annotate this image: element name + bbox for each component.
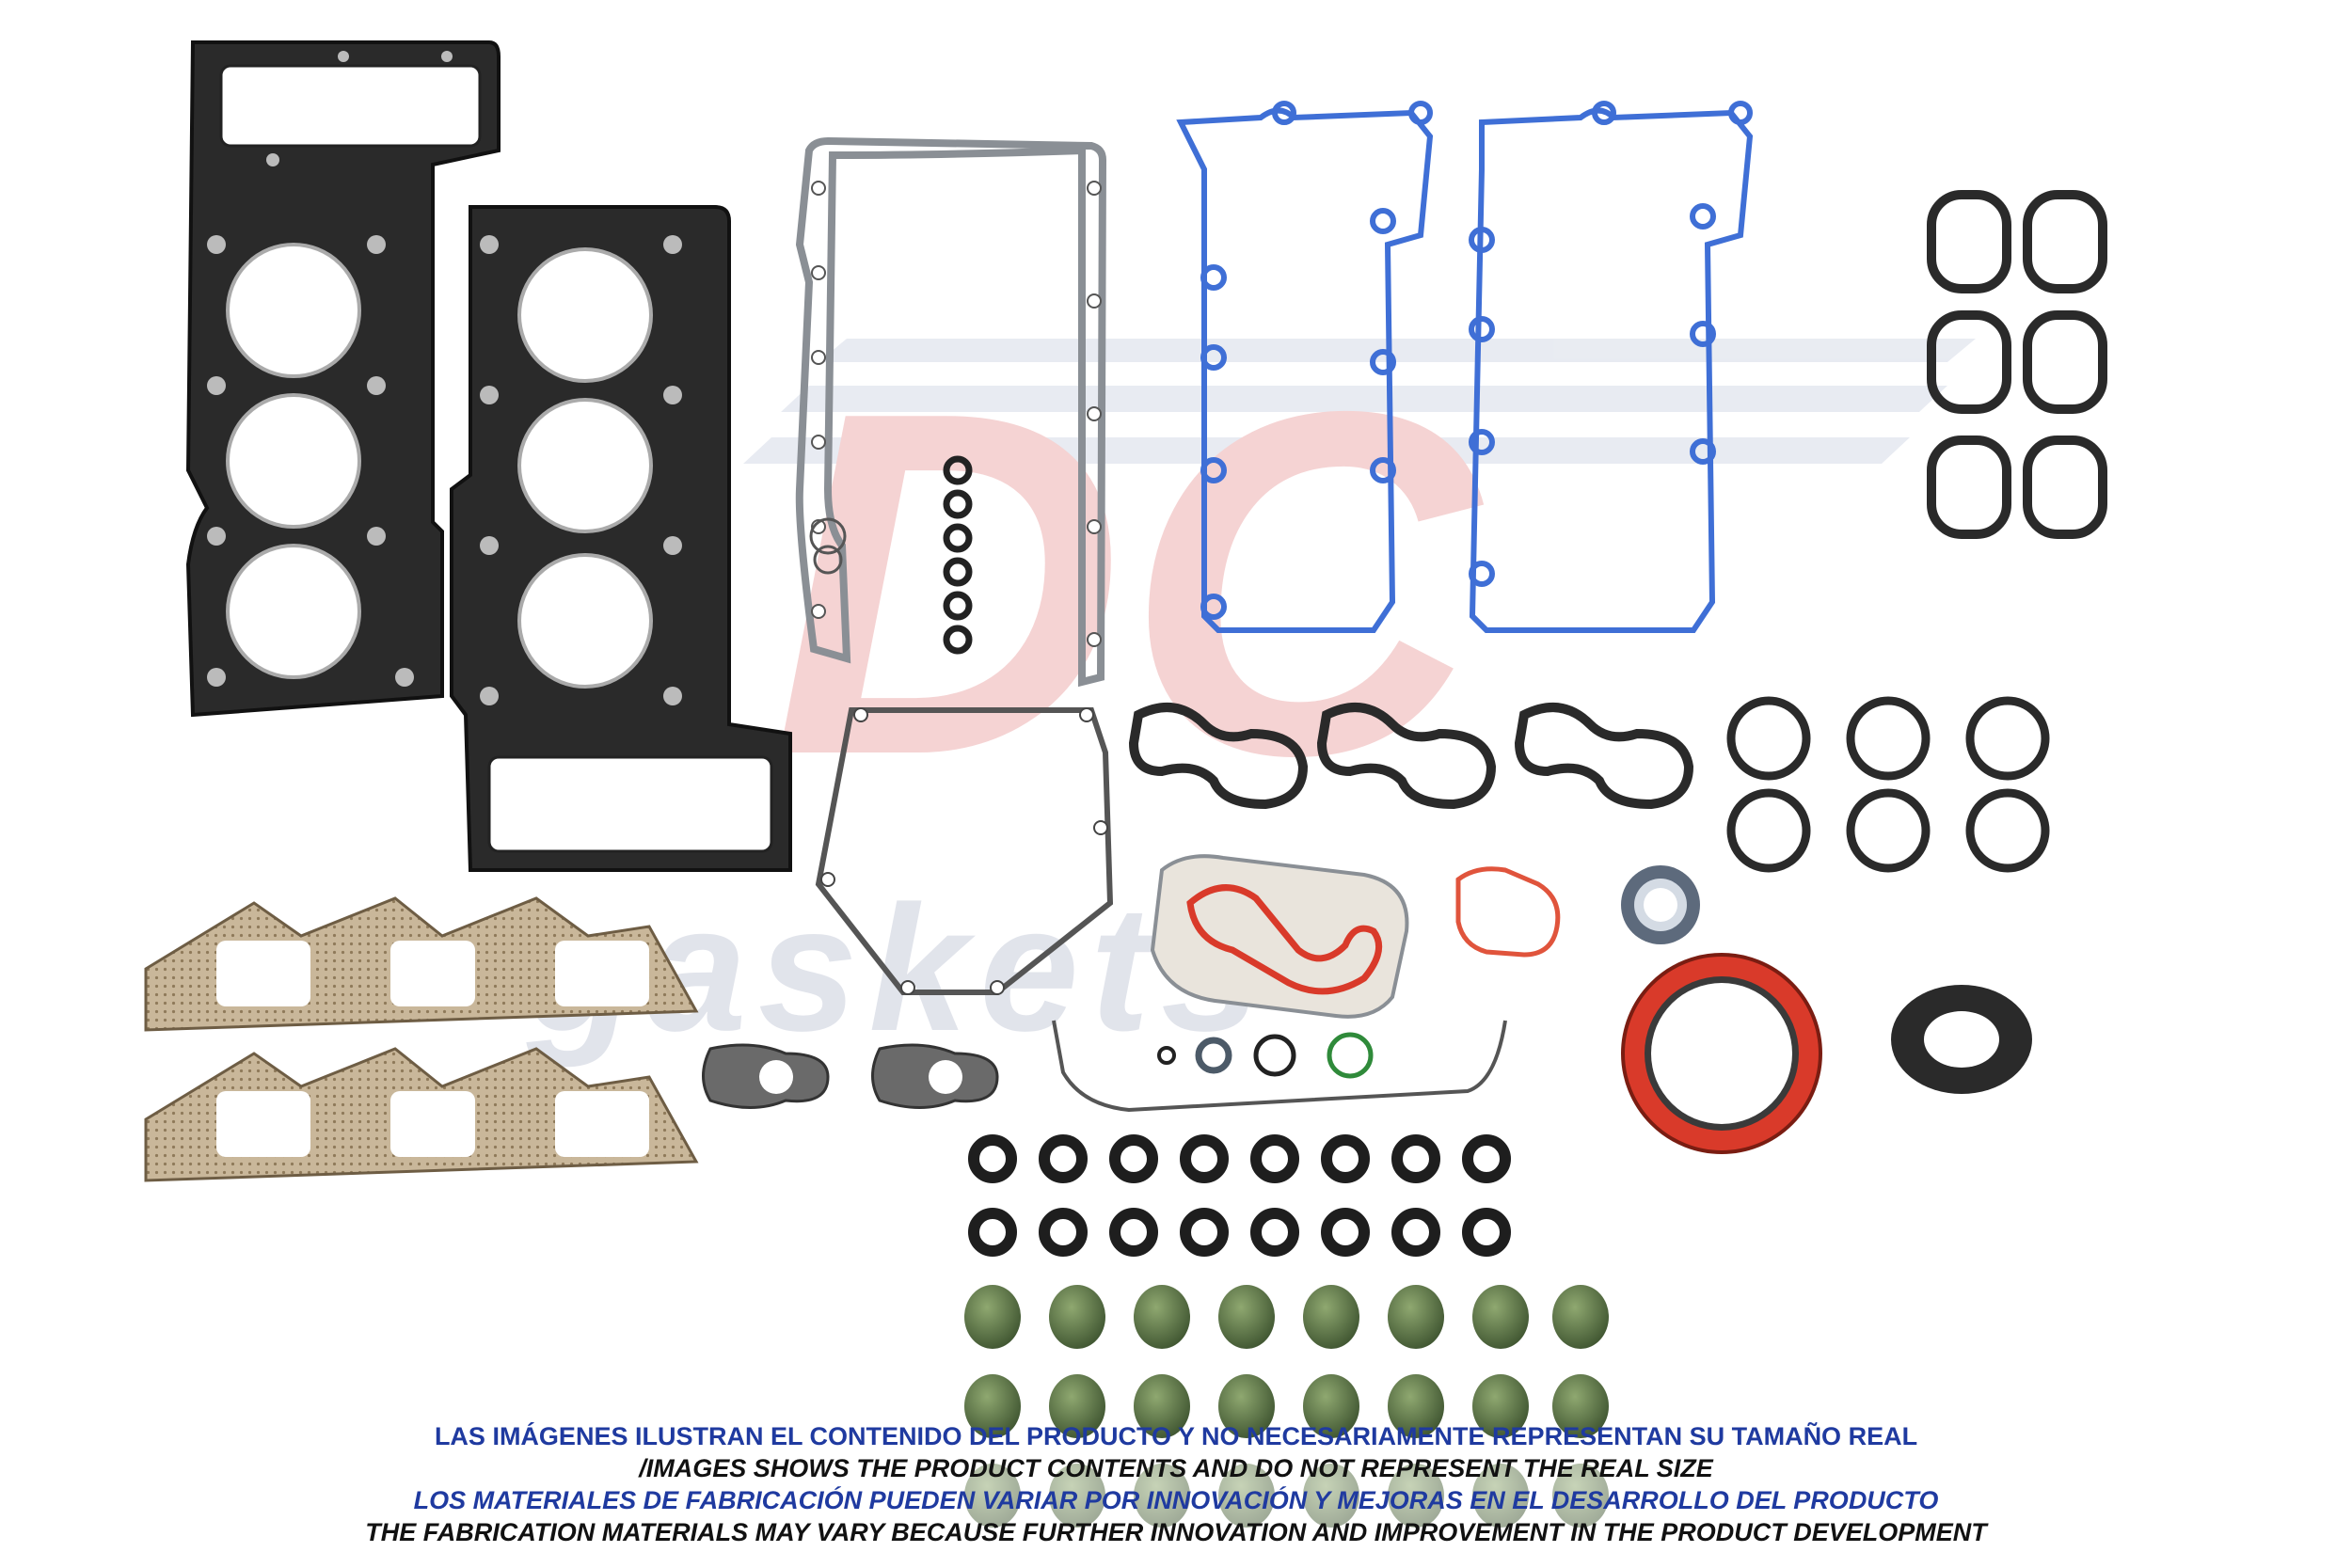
wire-seal — [1052, 1020, 1507, 1113]
valve-cover-gasket-left — [1176, 101, 1434, 633]
valve-stem-seals — [964, 1285, 1609, 1528]
caption-line-4: THE FABRICATION MATERIALS MAY VARY BECAU… — [365, 1518, 1987, 1546]
caption-line-1: LAS IMÁGENES ILUSTRAN EL CONTENIDO DEL P… — [434, 1422, 1918, 1450]
egr-gasket-left — [702, 1043, 830, 1109]
rear-main-seal — [1621, 953, 1822, 1154]
timing-cover-gasket — [815, 707, 1114, 995]
cam-seal — [1621, 865, 1700, 944]
cylinder-head-gasket-left — [185, 40, 501, 718]
disclaimer-caption: LAS IMÁGENES ILUSTRAN EL CONTENIDO DEL P… — [0, 1420, 2352, 1548]
small-o-rings — [943, 455, 973, 655]
water-pump-gasket — [1150, 854, 1409, 1019]
intake-manifold-seals — [1128, 703, 1694, 810]
small-rings-row — [1157, 1032, 1374, 1079]
caption-line-2: /IMAGES SHOWS THE PRODUCT CONTENTS AND D… — [639, 1454, 1713, 1482]
oil-pan-gasket — [795, 136, 1107, 688]
exhaust-manifold-gasket-top — [144, 896, 699, 1032]
valve-cover-gasket-right — [1469, 101, 1754, 633]
front-crank-seal — [1891, 985, 2032, 1094]
spark-tube-seals — [968, 1134, 1511, 1257]
exhaust-manifold-gasket-bottom — [144, 1047, 699, 1182]
intake-port-seals — [1927, 190, 2107, 539]
large-o-rings — [1726, 696, 2050, 873]
caption-line-3: LOS MATERIALES DE FABRICACIÓN PUEDEN VAR… — [413, 1486, 1939, 1514]
watermark-stripes — [743, 339, 1976, 464]
thermostat-gasket — [1455, 866, 1561, 958]
cylinder-head-gasket-right — [450, 205, 792, 872]
watermark-letters: DC — [771, 310, 1484, 857]
egr-gasket-right — [871, 1043, 999, 1109]
